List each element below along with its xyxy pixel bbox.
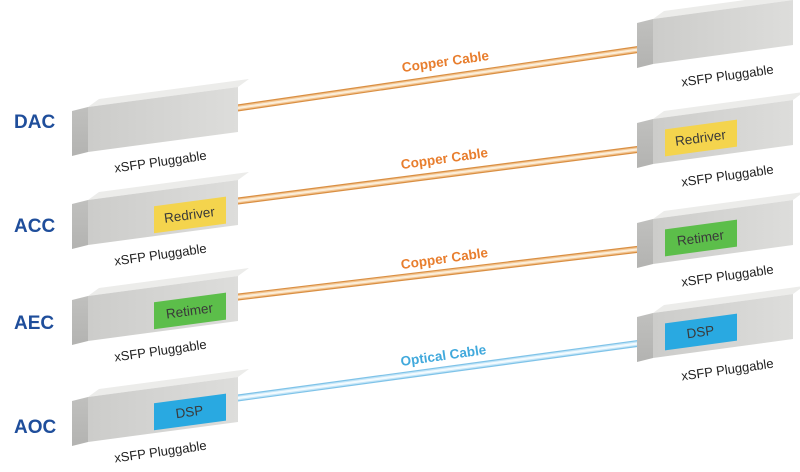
module-front-face — [653, 0, 793, 64]
module-label: xSFP Pluggable — [680, 162, 774, 190]
xsfp-module: Redriver xSFP Pluggable — [637, 92, 800, 189]
cable-line — [233, 341, 646, 400]
module-label: xSFP Pluggable — [113, 438, 207, 466]
row-category-label: AOC — [14, 417, 57, 438]
module-label: xSFP Pluggable — [680, 262, 774, 290]
module-label: xSFP Pluggable — [680, 62, 774, 90]
cable-line — [233, 247, 646, 299]
xsfp-module: xSFP Pluggable — [637, 0, 793, 90]
module-top-face — [653, 92, 800, 119]
xsfp-module: Retimer xSFP Pluggable — [72, 268, 249, 364]
row-category-label: AEC — [14, 313, 54, 334]
module-side-face — [637, 219, 653, 268]
xsfp-module: DSP xSFP Pluggable — [72, 369, 249, 465]
module-top-face — [88, 79, 249, 107]
xsfp-module: xSFP Pluggable — [72, 79, 249, 175]
module-side-face — [72, 397, 88, 446]
chip — [154, 196, 226, 234]
row-category-label: ACC — [14, 216, 55, 237]
cable-line — [233, 47, 646, 110]
module-label: xSFP Pluggable — [680, 356, 774, 384]
xsfp-module: Retimer xSFP Pluggable — [637, 192, 800, 289]
chip — [665, 219, 737, 257]
chip — [665, 313, 737, 351]
module-front-face — [88, 87, 238, 152]
module-label: xSFP Pluggable — [113, 337, 207, 365]
module-top-face — [88, 172, 249, 200]
module-top-face — [653, 192, 800, 219]
chip-label: Redriver — [163, 204, 216, 226]
chip-label: Retimer — [165, 300, 214, 321]
chip — [665, 119, 737, 157]
cable-line — [233, 147, 646, 203]
module-top-face — [653, 286, 800, 313]
module-label: xSFP Pluggable — [113, 148, 207, 176]
module-label: xSFP Pluggable — [113, 241, 207, 269]
module-top-face — [88, 369, 249, 397]
row-category-label: DAC — [14, 112, 55, 133]
module-side-face — [72, 296, 88, 345]
module-side-face — [72, 107, 88, 156]
chip — [154, 292, 226, 330]
module-top-face — [88, 268, 249, 296]
module-side-face — [637, 19, 653, 68]
chip-label: DSP — [686, 323, 716, 342]
xsfp-module: DSP xSFP Pluggable — [637, 286, 800, 383]
xsfp-module: Redriver xSFP Pluggable — [72, 172, 249, 268]
chip-label: Redriver — [674, 127, 727, 149]
chip-label: DSP — [175, 403, 205, 422]
chip — [154, 393, 226, 431]
module-side-face — [637, 119, 653, 168]
module-side-face — [72, 200, 88, 249]
chip-label: Retimer — [676, 227, 725, 248]
module-side-face — [637, 313, 653, 362]
